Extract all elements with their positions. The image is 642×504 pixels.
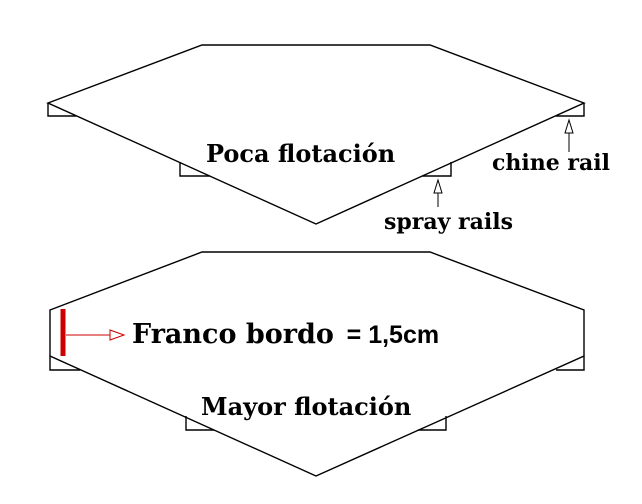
- bottom-left-chine-rail: [49, 356, 80, 371]
- freeboard-label-b: = 1,5cm: [347, 321, 439, 349]
- spray-rail-arrowhead: [433, 178, 443, 194]
- top-right-spray-rail: [422, 162, 452, 177]
- bottom-hull-outline: [49, 251, 585, 477]
- freeboard-label: Franco bordo = 1,5cm: [132, 319, 439, 350]
- chine-rail-label: chine rail: [492, 150, 610, 176]
- bottom-hull: [49, 251, 585, 477]
- top-left-chine-rail: [47, 103, 76, 117]
- top-callouts: [433, 118, 574, 207]
- top-hull-label: Poca flotación: [206, 139, 395, 168]
- freeboard-arrowhead: [109, 329, 126, 341]
- spray-rails-label: spray rails: [384, 209, 513, 235]
- freeboard-marker: [60, 309, 126, 356]
- bottom-hull-label: Mayor flotación: [201, 392, 411, 421]
- bottom-left-spray-rail: [185, 416, 214, 431]
- freeboard-label-a: Franco bordo: [132, 319, 334, 350]
- bottom-right-spray-rail: [418, 416, 447, 431]
- top-hull: [46, 44, 586, 225]
- top-left-spray-rail: [179, 162, 210, 177]
- top-right-chine-rail: [556, 103, 585, 117]
- bottom-right-chine-rail: [556, 356, 585, 371]
- chine-rail-arrowhead: [564, 118, 574, 134]
- top-hull-outline: [46, 44, 586, 225]
